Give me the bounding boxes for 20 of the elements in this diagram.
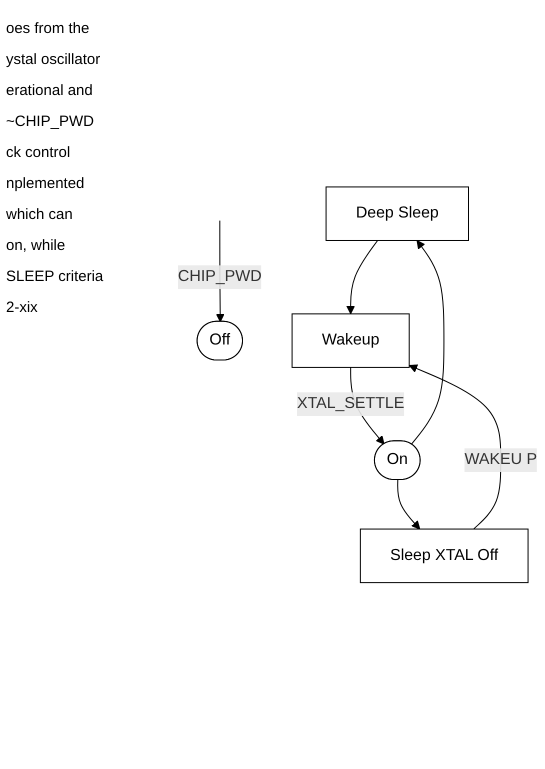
- text-label: SLEEP criteria: [6, 268, 104, 285]
- edge-label: WAKEU P: [464, 450, 538, 468]
- arrow: [408, 364, 502, 530]
- text-label: oes from the: [6, 20, 90, 37]
- text-label: ystal oscillator: [6, 51, 102, 68]
- node-box: Sleep XTAL Off: [360, 528, 529, 583]
- text-label: ~CHIP_PWD: [6, 113, 95, 130]
- arrow: [410, 240, 444, 444]
- arrow: [346, 240, 378, 314]
- arrow: [397, 479, 420, 530]
- text-label: which can: [6, 206, 74, 223]
- text-label: nplemented: [6, 175, 86, 192]
- edge-label: CHIP_PWD: [178, 268, 262, 285]
- text-label: ck control: [6, 144, 72, 161]
- node-box: Deep Sleep: [326, 186, 469, 241]
- node-box: Wakeup: [292, 313, 410, 368]
- text-label: on, while: [6, 237, 66, 254]
- text-label: 2-xix: [6, 299, 39, 316]
- edge-label: XTAL_SETTLE: [297, 394, 404, 412]
- text-label: erational and: [6, 82, 94, 99]
